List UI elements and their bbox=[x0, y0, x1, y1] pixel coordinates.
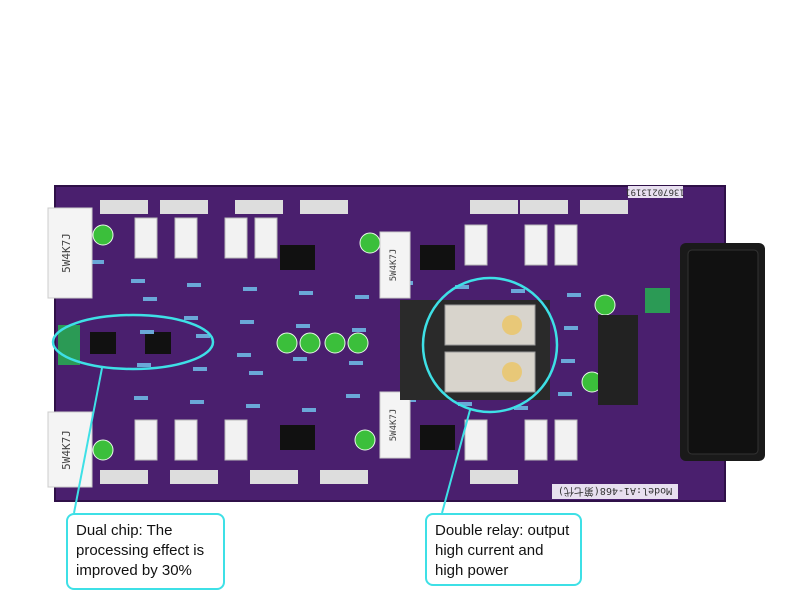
transistor-header bbox=[470, 200, 518, 214]
resistor bbox=[352, 328, 366, 332]
resistor bbox=[187, 283, 201, 287]
svg-text:5W4K7J: 5W4K7J bbox=[389, 249, 399, 282]
resistor bbox=[131, 279, 145, 283]
ceramic-resistor bbox=[254, 217, 278, 259]
resistor bbox=[193, 367, 207, 371]
capacitor bbox=[276, 332, 298, 354]
ceramic-resistor bbox=[524, 419, 548, 461]
double-relay-callout: Double relay: output high current and hi… bbox=[425, 513, 582, 586]
power-resistor-mid-bottom: 5W4K7J bbox=[379, 391, 411, 459]
heatsink-transistor bbox=[420, 425, 455, 450]
power-resistor-mid-top: 5W4K7J bbox=[379, 231, 411, 299]
resistor bbox=[143, 297, 157, 301]
resistor bbox=[561, 359, 575, 363]
capacitor bbox=[324, 332, 346, 354]
capacitor bbox=[594, 294, 616, 316]
transistor-header bbox=[520, 200, 568, 214]
resistor bbox=[249, 371, 263, 375]
ceramic-resistor bbox=[464, 224, 488, 266]
resistor bbox=[296, 324, 310, 328]
model-label: Model:A1-468(第七代) bbox=[552, 484, 678, 499]
svg-text:5W4K7J: 5W4K7J bbox=[60, 233, 73, 273]
ceramic-resistor bbox=[134, 217, 158, 259]
transistor-header bbox=[320, 470, 368, 484]
capacitor bbox=[92, 224, 114, 246]
resistor bbox=[184, 316, 198, 320]
transistor-header bbox=[170, 470, 218, 484]
resistor bbox=[355, 295, 369, 299]
power-connector bbox=[645, 288, 670, 313]
ceramic-resistor bbox=[554, 419, 578, 461]
ceramic-resistor bbox=[524, 224, 548, 266]
svg-text:13670213191: 13670213191 bbox=[625, 187, 685, 197]
phone-label: 13670213191 bbox=[625, 186, 685, 198]
svg-text:Model:A1-468(第七代): Model:A1-468(第七代) bbox=[558, 485, 672, 498]
resistor bbox=[349, 361, 363, 365]
callout-line-2 bbox=[441, 409, 471, 514]
capacitor bbox=[299, 332, 321, 354]
callout-line-1 bbox=[73, 367, 103, 514]
resistor bbox=[237, 353, 251, 357]
op-amp-chip bbox=[145, 332, 171, 354]
resistor bbox=[190, 400, 204, 404]
ceramic-resistor bbox=[224, 419, 248, 461]
power-resistor-bottom: 5W4K7J bbox=[47, 411, 93, 488]
resistor bbox=[196, 334, 210, 338]
resistor bbox=[246, 404, 260, 408]
resistor bbox=[458, 402, 472, 406]
resistor bbox=[558, 392, 572, 396]
capacitor bbox=[354, 429, 376, 451]
transistor-header bbox=[580, 200, 628, 214]
transistor-header bbox=[470, 470, 518, 484]
ceramic-resistor bbox=[174, 419, 198, 461]
transistor-header bbox=[160, 200, 208, 214]
resistor bbox=[302, 408, 316, 412]
svg-text:5W4K7J: 5W4K7J bbox=[60, 430, 73, 470]
transistor-header bbox=[250, 470, 298, 484]
terminal-block bbox=[598, 315, 638, 405]
resistor bbox=[346, 394, 360, 398]
resistor bbox=[455, 285, 469, 289]
resistor bbox=[567, 293, 581, 297]
cooling-fan bbox=[680, 243, 765, 461]
svg-text:5W4K7J: 5W4K7J bbox=[389, 409, 399, 442]
ceramic-resistor bbox=[464, 419, 488, 461]
ceramic-resistor bbox=[554, 224, 578, 266]
capacitor bbox=[92, 439, 114, 461]
heatsink-transistor bbox=[420, 245, 455, 270]
resistor bbox=[564, 326, 578, 330]
dual-chip-highlight bbox=[51, 313, 215, 371]
resistor bbox=[90, 260, 104, 264]
relays bbox=[400, 300, 550, 400]
resistor bbox=[140, 330, 154, 334]
resistor bbox=[134, 396, 148, 400]
ceramic-resistor bbox=[224, 217, 248, 259]
resistor bbox=[299, 291, 313, 295]
power-resistor-top: 5W4K7J bbox=[47, 207, 93, 299]
transistor-header bbox=[100, 200, 148, 214]
relay-highlight bbox=[421, 276, 559, 414]
resistor bbox=[511, 289, 525, 293]
resistor bbox=[514, 406, 528, 410]
transistor-header bbox=[235, 200, 283, 214]
resistor bbox=[293, 357, 307, 361]
ceramic-resistor bbox=[174, 217, 198, 259]
op-amp-chip bbox=[90, 332, 116, 354]
capacitor bbox=[359, 232, 381, 254]
resistor bbox=[137, 363, 151, 367]
transistor-header bbox=[100, 470, 148, 484]
heatsink-transistor bbox=[280, 245, 315, 270]
resistor bbox=[243, 287, 257, 291]
capacitor bbox=[347, 332, 369, 354]
heatsink-transistor bbox=[280, 425, 315, 450]
transistor-header bbox=[300, 200, 348, 214]
ceramic-resistor bbox=[134, 419, 158, 461]
resistor bbox=[240, 320, 254, 324]
dual-chip-callout: Dual chip: The processing effect is impr… bbox=[66, 513, 225, 590]
